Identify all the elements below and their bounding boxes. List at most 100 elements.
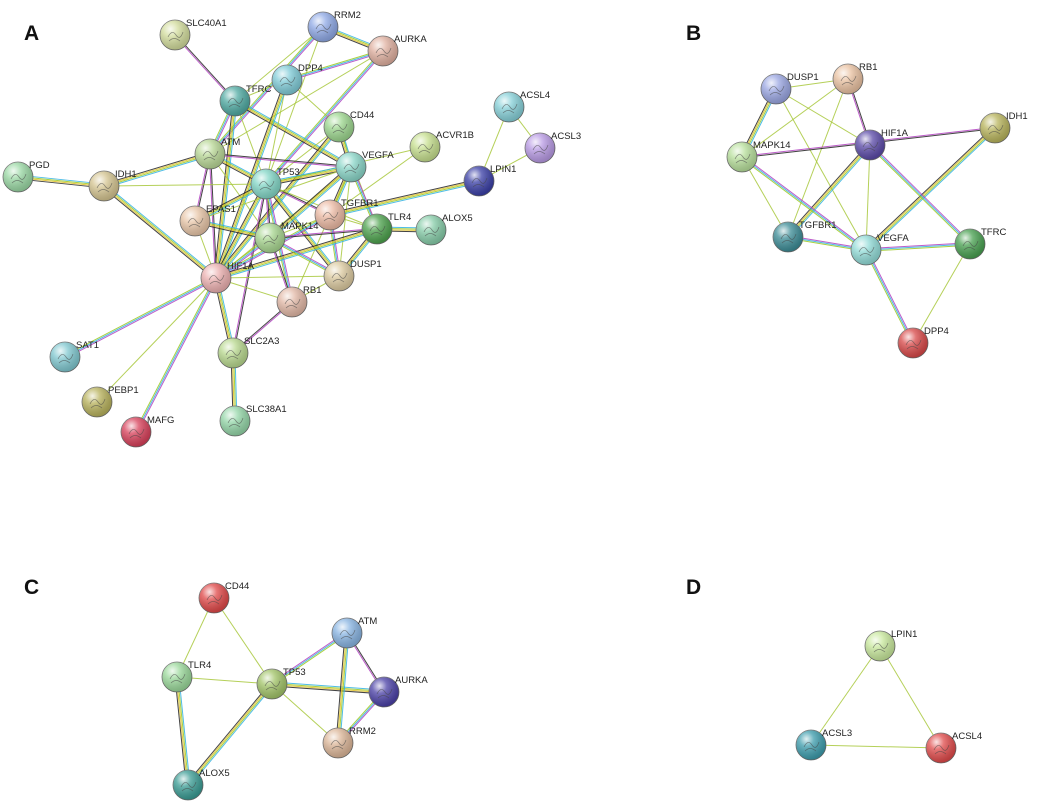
node-dusp1[interactable]: DUSP1 [760, 72, 819, 105]
edge-tlr4-tp53 [176, 676, 273, 685]
node-sat1[interactable]: SAT1 [49, 340, 99, 373]
edge-line [214, 125, 338, 278]
node-mapk14[interactable]: MAPK14 [254, 221, 319, 254]
node-rb1[interactable]: RB1 [832, 62, 877, 95]
edge-line [104, 185, 217, 278]
edge-line [286, 50, 384, 81]
node-tp53[interactable]: TP53 [256, 667, 306, 700]
edge-line [269, 227, 377, 238]
node-cd44[interactable]: CD44 [323, 110, 374, 143]
protein-structure-icon [330, 739, 347, 750]
node-tfrc[interactable]: TFRC [219, 84, 271, 117]
edge-line [210, 153, 218, 278]
protein-structure-icon [315, 23, 332, 34]
node-atm[interactable]: ATM [194, 137, 240, 170]
node-label: HIF1A [227, 261, 255, 272]
node-lpin1[interactable]: LPIN1 [463, 164, 516, 197]
protein-structure-icon [225, 349, 242, 360]
node-alox5[interactable]: ALOX5 [172, 768, 230, 801]
edge-line [103, 152, 210, 186]
node-hif1a[interactable]: HIF1A [854, 128, 909, 161]
edge-line [786, 143, 869, 237]
node-gloss [926, 733, 956, 763]
node-pebp1[interactable]: PEBP1 [81, 385, 139, 418]
node-tlr4[interactable]: TLR4 [161, 660, 211, 693]
node-cd44[interactable]: CD44 [198, 581, 249, 614]
edge-line [217, 184, 269, 280]
node-acsl3[interactable]: ACSL3 [795, 728, 852, 761]
node-vegfa[interactable]: VEGFA [335, 150, 394, 183]
edge-line [329, 179, 479, 215]
node-idh1[interactable]: IDH1 [88, 169, 137, 202]
edge-atm-vegfa [209, 152, 352, 169]
protein-structure-icon [202, 150, 219, 161]
edge-line [64, 276, 216, 357]
node-dusp1[interactable]: DUSP1 [323, 259, 382, 292]
node-label: ACVR1B [436, 130, 474, 141]
node-idh1[interactable]: IDH1 [979, 111, 1028, 144]
node-label: VEGFA [362, 150, 394, 161]
node-gloss [727, 142, 757, 172]
node-acsl3[interactable]: ACSL3 [524, 131, 581, 164]
node-acsl4[interactable]: ACSL4 [493, 90, 550, 123]
node-mafg[interactable]: MAFG [120, 415, 174, 448]
node-gloss [464, 166, 494, 196]
edge-tfrc-vegfa [233, 98, 353, 170]
node-hif1a[interactable]: HIF1A [200, 261, 255, 294]
edge-mapk14-vegfa [740, 155, 868, 252]
node-tgfbr1[interactable]: TGFBR1 [772, 220, 836, 253]
node-tlr4[interactable]: TLR4 [361, 212, 411, 245]
edge-line [216, 230, 378, 281]
edge-line [189, 684, 274, 787]
node-aurka[interactable]: AURKA [368, 675, 428, 708]
node-slc38a1[interactable]: SLC38A1 [219, 404, 287, 437]
protein-structure-icon [471, 177, 488, 188]
edge-vegfa-tfrc [865, 242, 971, 252]
panel-a: A SLC40A1RRM2AURKATFRCDPP4CD44ACSL4ACSL3… [2, 10, 581, 448]
node-label: RB1 [303, 285, 321, 296]
node-gloss [761, 74, 791, 104]
node-gloss [796, 730, 826, 760]
edge-line [177, 676, 190, 785]
node-gloss [851, 235, 881, 265]
node-tgfbr1[interactable]: TGFBR1 [314, 198, 378, 231]
node-vegfa[interactable]: VEGFA [850, 233, 909, 266]
node-epas1[interactable]: EPAS1 [179, 204, 236, 237]
node-slc40a1[interactable]: SLC40A1 [159, 18, 227, 51]
edge-hif1a-pebp1 [96, 277, 217, 403]
node-mapk14[interactable]: MAPK14 [726, 140, 791, 173]
node-rrm2[interactable]: RRM2 [307, 10, 361, 43]
edge-line [215, 275, 340, 279]
edge-line [265, 126, 340, 185]
edge-line [740, 157, 866, 252]
node-pgd[interactable]: PGD [2, 160, 50, 193]
node-rb1[interactable]: RB1 [276, 285, 321, 318]
node-slc2a3[interactable]: SLC2A3 [217, 336, 279, 369]
protein-structure-icon [227, 97, 244, 108]
edge-line [235, 98, 353, 166]
node-gloss [855, 130, 885, 160]
node-acvr1b[interactable]: ACVR1B [409, 130, 474, 163]
edge-line [135, 277, 217, 433]
protein-structure-icon [417, 143, 434, 154]
node-tfrc[interactable]: TFRC [954, 227, 1006, 260]
node-gloss [277, 287, 307, 317]
node-tp53[interactable]: TP53 [250, 167, 300, 200]
edge-line [266, 51, 385, 186]
node-dpp4[interactable]: DPP4 [897, 326, 949, 359]
edge-line [96, 277, 217, 403]
node-aurka[interactable]: AURKA [367, 34, 427, 67]
node-acsl4[interactable]: ACSL4 [925, 731, 982, 764]
node-atm[interactable]: ATM [331, 616, 377, 649]
node-label: TLR4 [388, 212, 411, 223]
edge-line [286, 49, 383, 80]
node-dpp4[interactable]: DPP4 [271, 63, 323, 96]
node-lpin1[interactable]: LPIN1 [864, 629, 917, 662]
node-label: MAPK14 [753, 140, 791, 151]
edge-line [775, 88, 871, 146]
node-rrm2[interactable]: RRM2 [322, 726, 376, 759]
edge-tlr4-alox5 [174, 676, 191, 786]
edge-line [136, 278, 218, 433]
node-alox5[interactable]: ALOX5 [415, 213, 473, 246]
